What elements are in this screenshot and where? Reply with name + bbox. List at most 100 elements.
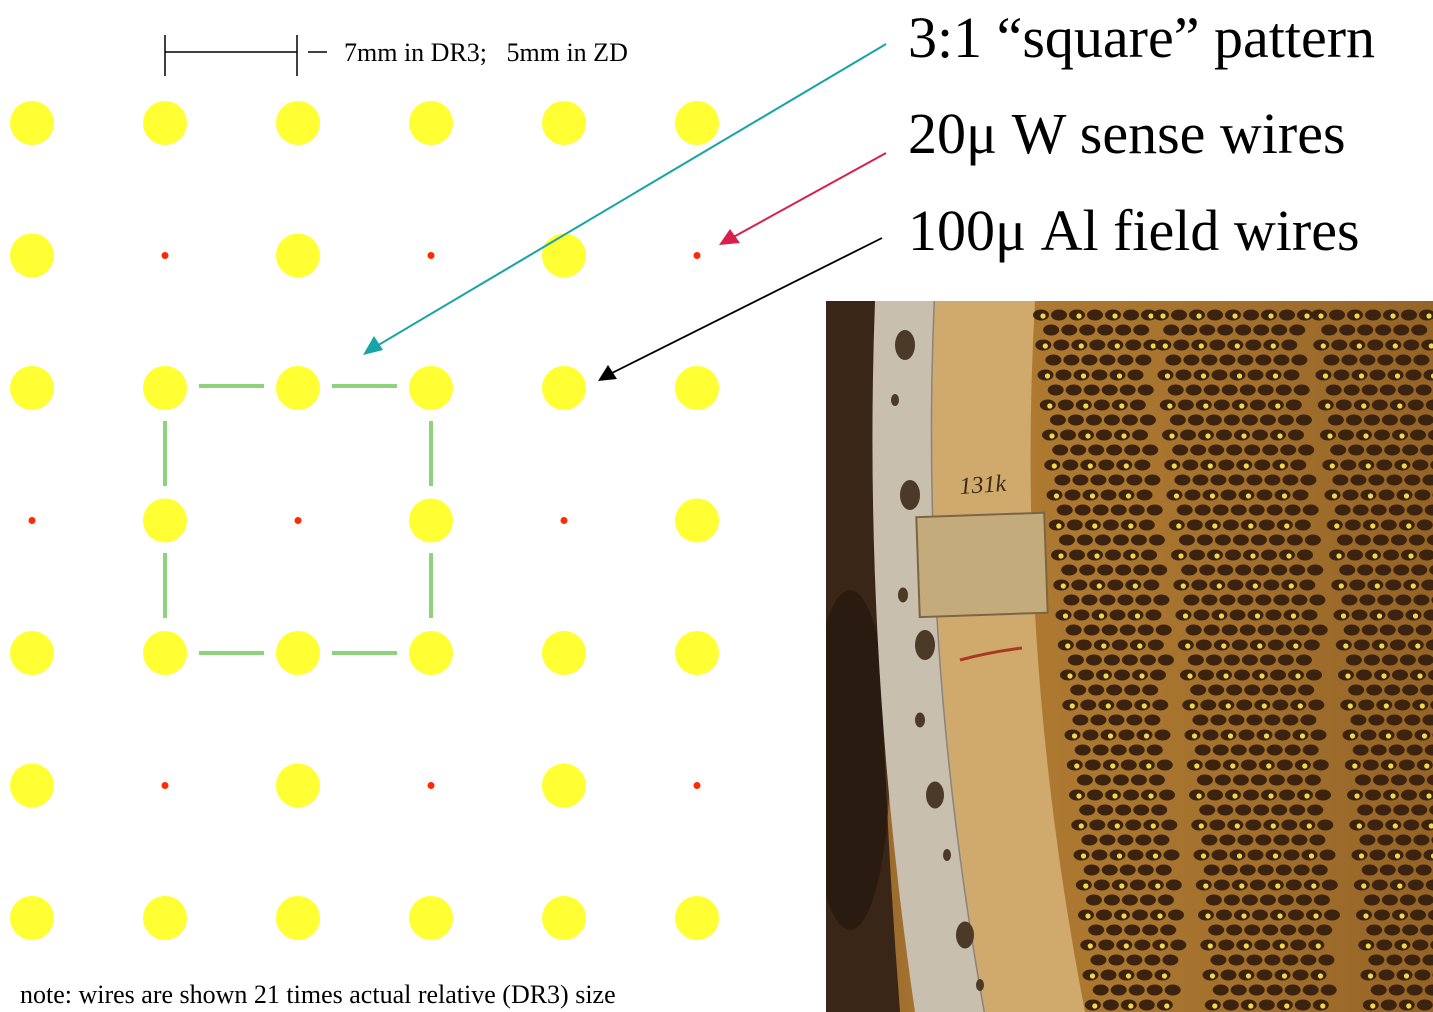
- photo-wire-hole: [1379, 643, 1385, 649]
- photo-wire: [1124, 444, 1141, 456]
- photo-wire-hole: [1121, 913, 1127, 919]
- photo-wire-hole: [1329, 463, 1335, 469]
- photo-wire-hole: [1390, 793, 1396, 799]
- photo-wire: [1341, 594, 1358, 606]
- photo-wire: [1271, 564, 1288, 576]
- photo-wire: [1218, 459, 1235, 471]
- sense-wire: [427, 252, 435, 259]
- photo-wire: [1109, 609, 1126, 621]
- photo-wire: [1054, 474, 1071, 486]
- photo-wire: [1192, 474, 1209, 486]
- photo-wire: [1402, 924, 1419, 936]
- field-wire: [10, 366, 54, 410]
- photo-wire: [1294, 999, 1311, 1011]
- photo-wire: [1089, 339, 1106, 351]
- photo-wire-hole: [1320, 1003, 1326, 1009]
- photo-wire: [1223, 894, 1240, 906]
- photo-wire-hole: [1403, 493, 1410, 499]
- photo-wire-hole: [1085, 913, 1091, 919]
- photo-wire: [1115, 324, 1132, 336]
- photo-wire-hole: [1338, 583, 1344, 589]
- photo-wire: [1279, 789, 1295, 801]
- photo-wire: [1283, 369, 1300, 381]
- photo-wire: [1145, 609, 1162, 621]
- photo-wire: [1148, 534, 1165, 546]
- photo-wire-hole: [1218, 613, 1225, 619]
- photo-wire: [1383, 549, 1399, 561]
- photo-wire-hole: [1245, 493, 1252, 499]
- photo-wire: [1422, 474, 1433, 486]
- photo-wire: [1327, 414, 1344, 426]
- photo-wire-hole: [1194, 763, 1200, 769]
- photo-wire-hole: [1394, 853, 1401, 859]
- photo-wire-hole: [1164, 1003, 1170, 1009]
- photo-wire: [1199, 324, 1216, 336]
- photo-wire-hole: [1116, 853, 1123, 859]
- field-wire: [409, 498, 453, 543]
- photo-wire-hole: [1092, 1003, 1098, 1009]
- photo-wire: [1200, 699, 1217, 711]
- photo-wire: [1339, 324, 1356, 336]
- photo-wire: [1415, 624, 1432, 636]
- photo-wire: [1414, 969, 1431, 981]
- photo-wire: [1210, 474, 1227, 486]
- photo-wire: [1136, 489, 1153, 501]
- photo-wire: [1254, 459, 1271, 471]
- photo-wire: [1150, 669, 1166, 681]
- photo-wire: [1425, 639, 1433, 651]
- photo-wire: [1052, 444, 1069, 456]
- photo-wire: [1285, 399, 1302, 411]
- photo-wire-hole: [1160, 313, 1166, 319]
- photo-wire: [1291, 354, 1308, 366]
- photo-wire: [1154, 729, 1171, 741]
- photo-wire: [1170, 939, 1187, 951]
- photo-wire: [1266, 504, 1283, 516]
- photo-wire-hole: [1313, 913, 1319, 919]
- photo-wire: [1072, 474, 1089, 486]
- photo-wire: [1064, 489, 1081, 501]
- photo-wire: [1083, 384, 1100, 396]
- photo-wire-hole: [1182, 613, 1189, 619]
- photo-wire: [1273, 354, 1290, 366]
- photo-wire: [1275, 864, 1292, 876]
- photo-wire-hole: [1148, 313, 1154, 319]
- photo-wire: [1151, 564, 1168, 576]
- photo-wire-hole: [1232, 313, 1238, 319]
- frame-hole: [926, 781, 944, 809]
- photo-wire: [1304, 774, 1321, 786]
- photo-wire: [1203, 384, 1220, 396]
- photo-wire: [1241, 894, 1258, 906]
- photo-wire: [1087, 789, 1103, 801]
- photo-wire: [1138, 999, 1155, 1011]
- photo-wire-hole: [1268, 793, 1274, 799]
- field-wire: [276, 631, 320, 675]
- photo-wire: [1176, 504, 1193, 516]
- photo-wire: [1397, 624, 1414, 636]
- photo-wire: [1280, 924, 1297, 936]
- photo-wire-hole: [1155, 883, 1161, 889]
- photo-wire: [1182, 459, 1199, 471]
- photo-wire: [1291, 834, 1308, 846]
- photo-wire: [1368, 954, 1385, 966]
- photo-wire: [1129, 879, 1146, 891]
- photo-wire: [1404, 954, 1421, 966]
- photo-wire: [1277, 654, 1294, 666]
- photo-wire: [1325, 384, 1342, 396]
- photo-wire: [1097, 324, 1114, 336]
- arrows: [363, 43, 887, 381]
- photo-wire-hole: [1159, 943, 1165, 949]
- photo-wire-hole: [1141, 703, 1147, 709]
- photo-wire-hole: [1212, 1003, 1218, 1009]
- photo-wire: [1201, 834, 1218, 846]
- photo-wire: [1211, 369, 1228, 381]
- field-wire: [409, 896, 453, 940]
- photo-wire: [1139, 414, 1156, 426]
- photo-wire: [1430, 700, 1433, 710]
- photo-wire: [1193, 609, 1210, 621]
- photo-wire: [1201, 354, 1218, 366]
- photo-wire-hole: [1128, 1003, 1134, 1009]
- photo-wire: [1133, 324, 1150, 336]
- photo-wire: [1097, 804, 1114, 816]
- photo-wire: [1386, 954, 1403, 966]
- photo-wire: [1245, 819, 1262, 831]
